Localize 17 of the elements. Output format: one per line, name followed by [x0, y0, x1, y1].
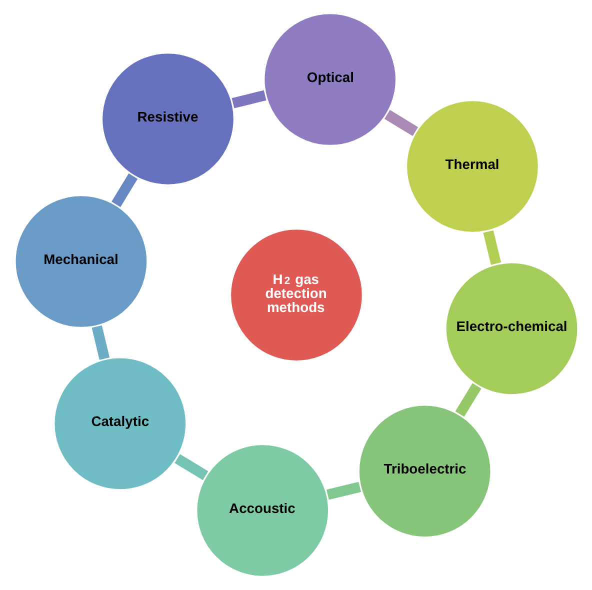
- node-circle: Catalytic: [52, 356, 188, 492]
- node-circle: Resistive: [100, 51, 236, 187]
- node-circle: Thermal: [404, 98, 540, 234]
- connector: [454, 383, 481, 417]
- node-circle: Accoustic: [194, 442, 330, 578]
- node-circle: Optical: [262, 12, 398, 148]
- connector: [231, 90, 266, 108]
- node-circle: Mechanical: [12, 194, 148, 330]
- node-circle: Triboelectric: [356, 404, 492, 539]
- node-circle: Electro-chemical: [444, 261, 580, 396]
- connector: [326, 482, 361, 500]
- connector: [174, 454, 208, 480]
- connector: [384, 110, 418, 136]
- connector: [91, 325, 110, 360]
- connector: [482, 230, 501, 265]
- node-circle: H2 gas detection methods: [228, 227, 364, 363]
- connector: [111, 173, 138, 208]
